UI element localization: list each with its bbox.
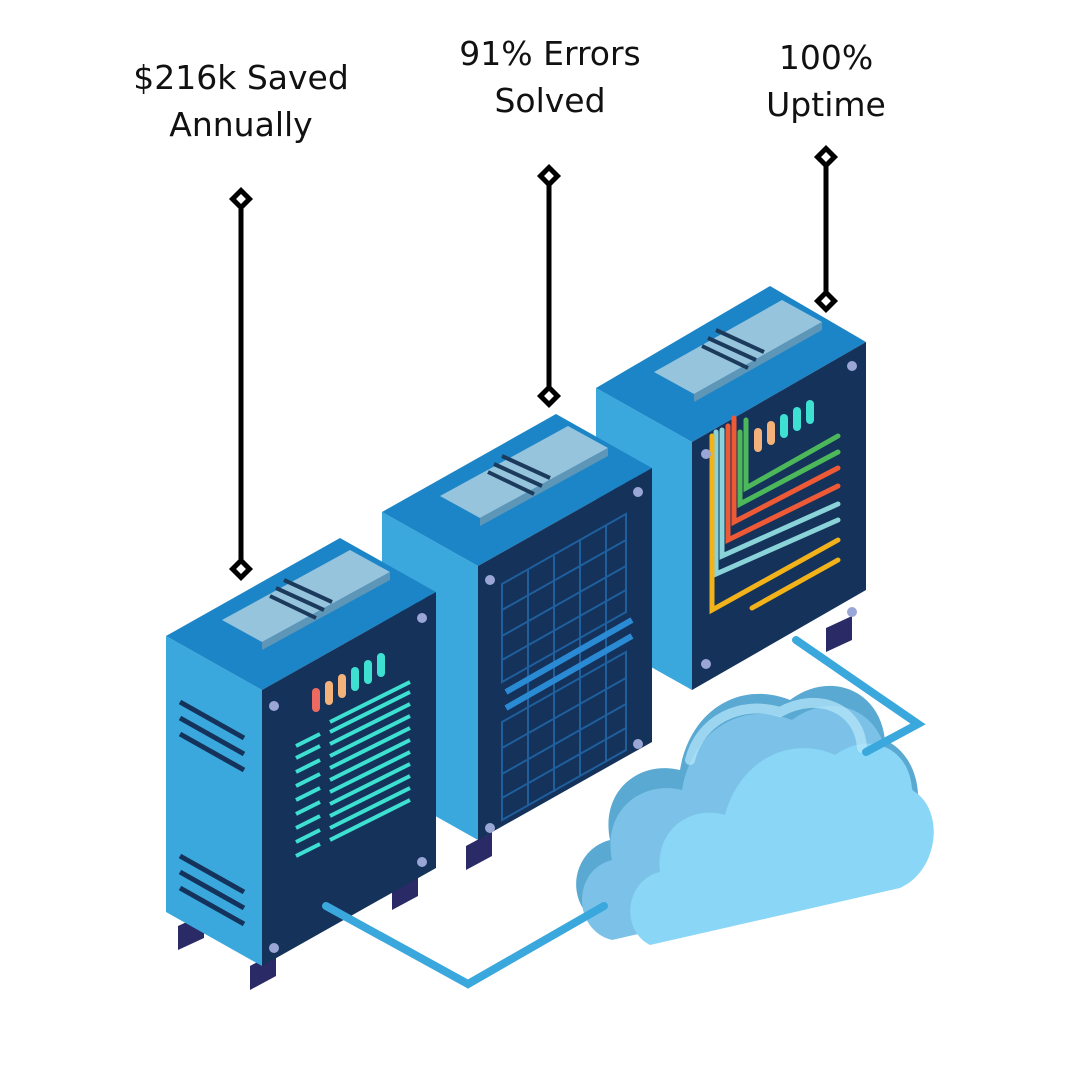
network-cable: [322, 636, 926, 989]
stat-uptime-label: 100% Uptime: [676, 34, 976, 128]
server-left: [166, 538, 436, 990]
stat-savings-line2: Annually: [169, 105, 313, 144]
connector-uptime: [813, 144, 839, 314]
stat-errors-line2: Solved: [494, 81, 606, 120]
connector-errors: [536, 163, 562, 409]
stat-savings-line1: $216k Saved: [133, 58, 349, 97]
stat-uptime-line1: 100%: [778, 38, 874, 77]
cloud-icon: [576, 685, 934, 945]
stat-errors-label: 91% Errors Solved: [400, 30, 700, 124]
stat-errors-line1: 91% Errors: [459, 34, 641, 73]
stat-uptime-line2: Uptime: [766, 85, 886, 124]
stat-savings-label: $216k Saved Annually: [91, 54, 391, 148]
connector-savings: [228, 186, 254, 582]
